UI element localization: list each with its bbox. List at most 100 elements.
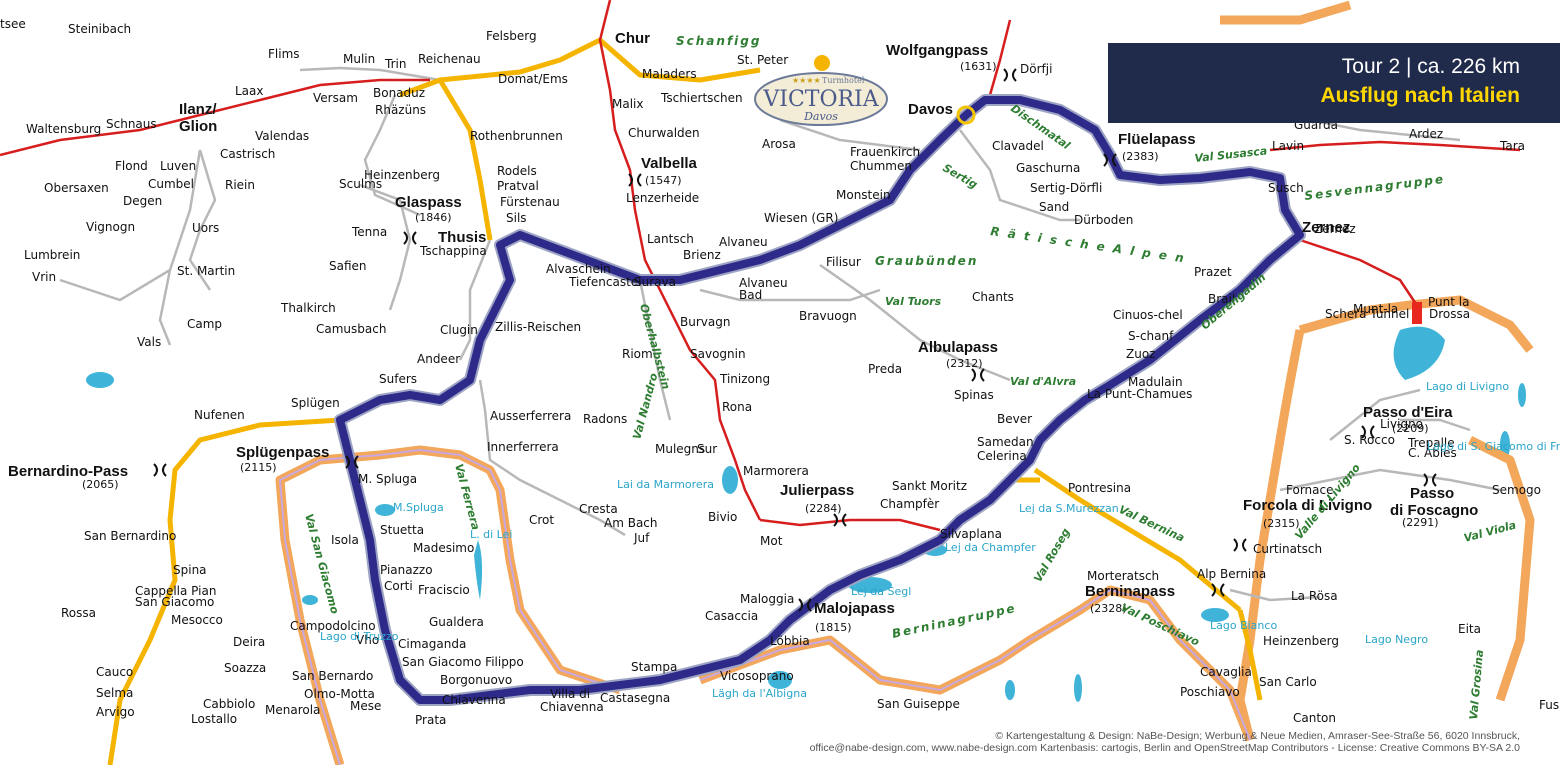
lake-label: Lej da S.Murezzan xyxy=(1019,502,1119,515)
place-label: Pratval xyxy=(497,179,539,193)
place-label: Sur xyxy=(697,442,717,456)
town-label-bold: Zernez xyxy=(1302,219,1350,236)
town-label-bold: Splügenpass xyxy=(236,444,329,461)
place-label: Laax xyxy=(235,84,264,98)
town-label-bold: Forcola di Livigno xyxy=(1243,497,1372,514)
place-label: Cimaganda xyxy=(398,637,466,651)
place-label: Vrin xyxy=(32,270,56,284)
place-label: Samedan xyxy=(977,435,1034,449)
place-label: Rhäzüns xyxy=(375,103,426,117)
border-line xyxy=(1235,329,1305,742)
town-label-bold: Glion xyxy=(179,118,217,135)
pass-icon xyxy=(1233,538,1247,552)
region-label: Graubünden xyxy=(875,254,978,268)
altitude-label: (2312) xyxy=(946,357,983,370)
pass-icon xyxy=(833,513,847,527)
lake-shape xyxy=(1005,680,1015,700)
place-label: Innerferrera xyxy=(487,440,559,454)
logo-hotel-type: Turmhotel xyxy=(822,76,865,85)
place-label: Prata xyxy=(415,713,446,727)
minor-road xyxy=(59,268,171,302)
place-label: Maloggia xyxy=(740,592,794,606)
place-label: Waltensburg xyxy=(26,122,101,136)
credit-line-2: office@nabe-design.com, www.nabe-design.… xyxy=(809,742,1520,754)
place-label: Cumbel xyxy=(148,177,194,191)
place-label: Lumbrein xyxy=(24,248,80,262)
place-label: Madesimo xyxy=(413,541,474,555)
lake-shape xyxy=(474,540,483,600)
minor-road xyxy=(458,239,492,361)
lake-shape xyxy=(1201,608,1229,622)
place-label: Cappella Pian xyxy=(135,584,216,598)
place-label: Vicosoprano xyxy=(720,669,794,683)
pass-icon xyxy=(798,598,812,612)
lake-shape xyxy=(1393,326,1445,380)
place-label: Riein xyxy=(225,178,255,192)
place-label: Borgonuovo xyxy=(440,673,512,687)
lake-label: L. di Lei xyxy=(470,528,512,541)
region-label: Val Grosina xyxy=(1467,649,1486,720)
place-label: Fusino xyxy=(1539,698,1560,712)
main-road xyxy=(598,38,761,83)
place-label: San Giacomo xyxy=(135,595,214,609)
place-label: Vignogn xyxy=(86,220,135,234)
main-road xyxy=(399,37,602,98)
lake-label: Lago di Truzzo xyxy=(320,630,399,643)
tour-info-box: Tour 2 | ca. 226 km Ausflug nach Italien xyxy=(1108,43,1560,123)
place-label: tsee xyxy=(0,17,26,31)
place-label: Curtinatsch xyxy=(1253,542,1322,556)
route-line xyxy=(336,96,1304,704)
place-label: S-chanf xyxy=(1128,329,1174,343)
border-inner-line xyxy=(699,588,1251,741)
altitude-label: (2291) xyxy=(1402,516,1439,529)
logo-badge xyxy=(754,72,888,126)
place-label: Arvigo xyxy=(96,705,135,719)
place-label: Riom xyxy=(622,347,653,361)
place-label: Löbbia xyxy=(770,634,810,648)
hotel-logo: ★★★★ Turmhotel VICTORIA Davos xyxy=(754,55,888,126)
place-label: Brail xyxy=(1208,292,1235,306)
place-label: San Giacomo Filippo xyxy=(402,655,524,669)
place-label: Mese xyxy=(350,699,381,713)
region-label: Schanfigg xyxy=(676,34,761,48)
logo-stars: ★★★★ xyxy=(792,76,821,85)
lake-label: Lago di Livigno xyxy=(1426,380,1509,393)
place-label: Spinas xyxy=(954,388,994,402)
altitude-label: (1846) xyxy=(415,211,452,224)
place-label: Alvaneu xyxy=(719,235,768,249)
place-label: Castasegna xyxy=(600,691,670,705)
place-label: Tiefencastel xyxy=(568,275,642,289)
place-label: Bivio xyxy=(708,510,737,524)
red-road xyxy=(1269,140,1521,152)
place-label: Alvaschein xyxy=(546,262,611,276)
place-label: Punt la xyxy=(1428,295,1469,309)
border-crossing-marker xyxy=(1412,302,1422,324)
place-label: Deira xyxy=(233,635,265,649)
place-label: Trepalle xyxy=(1407,436,1455,450)
place-label: Frauenkirch xyxy=(850,145,920,159)
minor-road xyxy=(359,183,412,311)
lake-label: Lago Bianco xyxy=(1210,619,1277,632)
place-label: Mot xyxy=(760,534,783,548)
place-label: Mulin xyxy=(343,52,375,66)
town-label-bold: Bernardino-Pass xyxy=(8,463,128,480)
place-label: Bravuogn xyxy=(799,309,857,323)
place-label: Canton xyxy=(1293,711,1336,725)
place-label: Selma xyxy=(96,686,133,700)
main-road xyxy=(437,78,493,241)
minor-road xyxy=(699,288,881,302)
lake-shape xyxy=(302,595,318,605)
place-label: Morteratsch xyxy=(1087,569,1159,583)
region-label: Val Tuors xyxy=(885,295,942,308)
place-label: Heinzenberg xyxy=(1263,634,1339,648)
town-label-bold: Wolfgangpass xyxy=(886,42,988,59)
place-label: Dörfji xyxy=(1020,62,1052,76)
place-label: Bonaduz xyxy=(373,86,425,100)
place-label: Trin xyxy=(384,57,406,71)
border-inner-line xyxy=(278,448,621,765)
place-label: Casaccia xyxy=(705,609,758,623)
place-label: Rona xyxy=(722,400,752,414)
tour-title: Tour 2 | ca. 226 km xyxy=(1341,55,1520,78)
place-label: Livigno xyxy=(1380,417,1423,431)
place-label: Gualdera xyxy=(429,615,484,629)
